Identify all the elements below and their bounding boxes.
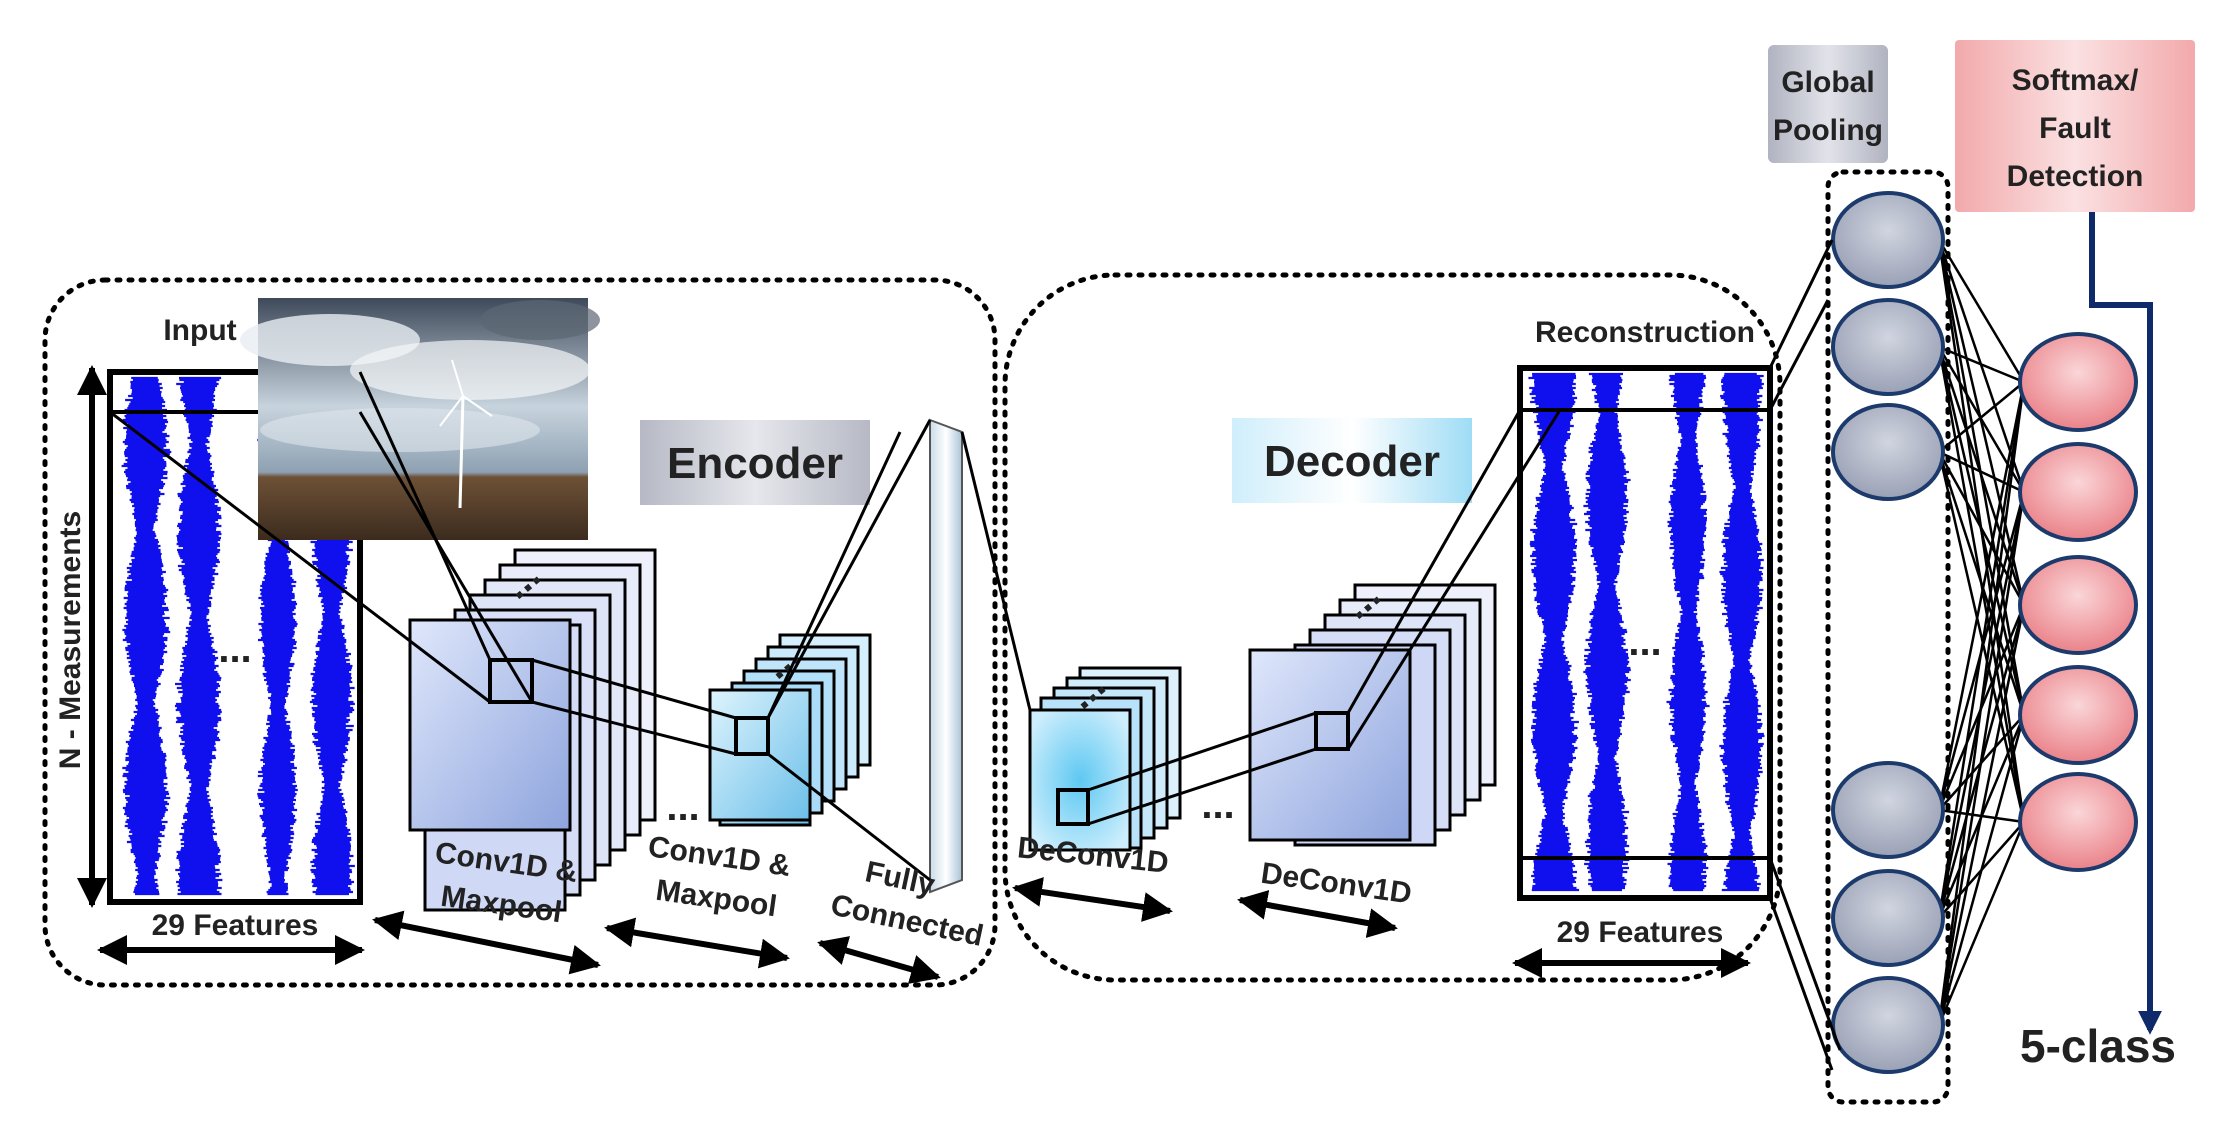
dense-edge — [1937, 381, 2026, 1026]
output-node — [2018, 665, 2138, 765]
pooling-label-line2: Pooling — [1773, 114, 1883, 147]
fully-label: Fully — [862, 855, 938, 902]
dense-edge — [1938, 381, 2025, 453]
pooling-node — [1831, 869, 1945, 967]
dense-edge — [1937, 451, 2026, 823]
input-ellipsis: ... — [218, 627, 251, 671]
conv-block-2: ... — [708, 632, 872, 827]
dense-edge — [1937, 821, 2026, 1026]
features-left-label: 29 Features — [152, 909, 319, 942]
decoder-ellipsis: ... — [1201, 783, 1234, 827]
features-right-label: 29 Features — [1557, 916, 1724, 949]
pooling-node — [1831, 403, 1945, 501]
conv1-kernel-box — [488, 658, 534, 704]
signal-trace — [1583, 372, 1631, 892]
output-node — [2018, 332, 2138, 432]
pooling-nodes — [1831, 191, 1945, 1074]
pooling-node — [1831, 761, 1945, 859]
output-node — [2018, 772, 2138, 872]
encoder-label: Encoder — [667, 439, 843, 488]
signal-trace — [1719, 372, 1765, 892]
output-node — [2018, 555, 2138, 655]
signal-trace — [1666, 372, 1710, 892]
dense-edge — [1937, 714, 2026, 1026]
conv1-span-arrow — [372, 910, 601, 975]
fc-span-arrow — [817, 936, 941, 984]
conv2-span-arrow — [604, 917, 790, 969]
deconv-block-2: ... — [1248, 572, 1497, 847]
deconv2-kernel-box — [1314, 711, 1350, 751]
softmax-label-line3: Detection — [2007, 160, 2144, 193]
wind-turbine-photo — [240, 298, 600, 540]
reconstruction-label: Reconstruction — [1535, 316, 1755, 349]
output-node — [2018, 442, 2138, 542]
pooling-node — [1831, 298, 1945, 396]
signal-trace — [174, 376, 223, 896]
maxpool2-label: Maxpool — [654, 874, 779, 924]
receptive-field-lines — [109, 371, 1562, 882]
conv2-kernel-box — [734, 716, 770, 756]
reconstruction-signal-panel: ... — [1517, 365, 1773, 901]
pooling-label-line1: Global — [1781, 66, 1874, 99]
stage-arrows — [372, 877, 1398, 984]
dense-edge — [1937, 604, 2026, 1026]
global-pooling-box — [1768, 45, 1888, 163]
deconv2-span-arrow — [1237, 890, 1398, 938]
pooling-group-outline — [1825, 169, 1951, 1105]
dense-edge — [1937, 381, 2026, 919]
decoder-label-box — [1232, 418, 1472, 503]
softmax-label-line2: Fault — [2039, 112, 2111, 145]
dense-edge — [1938, 345, 2025, 384]
reconstruction-signal-traces — [1528, 372, 1765, 892]
fully-connected-layer — [929, 418, 963, 894]
conv-block-1: ... — [408, 548, 657, 912]
fault-detection-box — [1955, 40, 2195, 212]
dense-edge — [1937, 491, 2026, 1026]
deconv1-span-arrow — [1012, 877, 1173, 922]
dense-edge — [1937, 381, 2026, 811]
deconv-block-1: ... — [1028, 662, 1182, 852]
n-measurements-label: N - Measurements — [54, 511, 87, 769]
signal-trace — [121, 376, 172, 896]
pooling-node — [1831, 976, 1945, 1074]
encoder-ellipsis: ... — [666, 785, 699, 829]
reconstruction-to-pooling-lines — [1768, 239, 1842, 1071]
deconv2-label: DeConv1D — [1259, 857, 1414, 911]
connected-label: Connected — [828, 888, 986, 953]
deconv1-kernel-box — [1056, 788, 1090, 826]
output-nodes — [2018, 332, 2138, 872]
output-arrow — [2089, 212, 2162, 1035]
reconstruction-ellipsis: ... — [1628, 620, 1661, 664]
input-label: Input — [163, 314, 236, 347]
dense-edge — [1937, 239, 2026, 383]
signal-trace — [1528, 372, 1580, 892]
encoder-group-outline — [42, 277, 998, 988]
dense-connections — [1937, 239, 2026, 1026]
encoder-label-box — [640, 420, 870, 505]
decoder-label: Decoder — [1264, 437, 1440, 486]
decoder-group-outline — [1002, 272, 1783, 983]
pooling-node — [1831, 191, 1945, 289]
softmax-label-line1: Softmax/ — [2012, 64, 2139, 97]
dense-edge — [1937, 239, 2026, 493]
output-label: 5-class — [2020, 1020, 2176, 1072]
